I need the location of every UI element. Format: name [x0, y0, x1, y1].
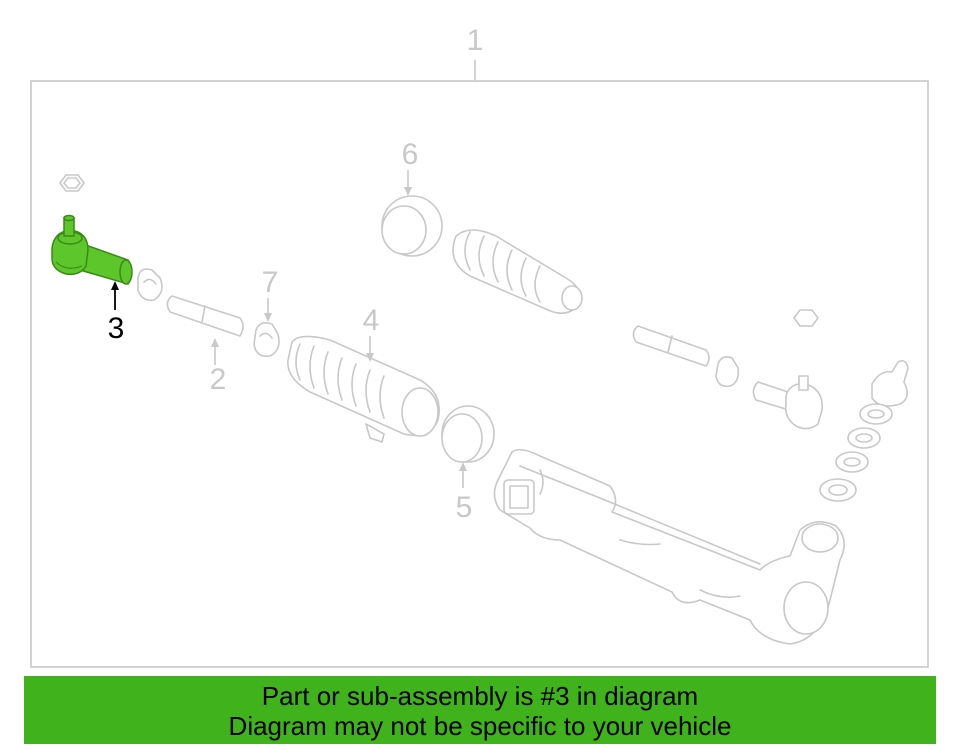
rack-housing — [493, 448, 845, 645]
part-6-band: 6 — [381, 138, 443, 257]
info-banner: Part or sub-assembly is #3 in diagram Di… — [24, 676, 936, 744]
right-tie-rod-set — [632, 309, 823, 430]
part-7-clamp: 7 — [253, 266, 280, 358]
banner-line-2: Diagram may not be specific to your vehi… — [228, 711, 732, 741]
washers-right — [819, 360, 909, 502]
clamp-left — [137, 268, 163, 302]
banner-line-1: Part or sub-assembly is #3 in diagram — [261, 681, 699, 711]
callout-4: 4 — [363, 304, 380, 337]
part-5-band: 5 — [441, 405, 495, 524]
callout-1: 1 — [467, 24, 484, 57]
part-4-boot: 4 — [287, 304, 440, 443]
callout-6: 6 — [402, 138, 419, 171]
nut-left — [59, 174, 85, 192]
part-3-tie-rod-end[interactable]: 3 — [51, 174, 133, 345]
callout-7: 7 — [262, 266, 279, 299]
part-2-inner-tie-rod: 2 — [166, 295, 244, 396]
callout-5: 5 — [456, 491, 473, 524]
assembly-group: 1 — [30, 24, 929, 668]
callout-3[interactable]: 3 — [108, 312, 125, 345]
callout-2: 2 — [210, 363, 227, 396]
parts-diagram: 1 3 2 7 — [30, 24, 929, 668]
assembly-frame — [30, 80, 929, 668]
boot-right — [452, 229, 583, 314]
